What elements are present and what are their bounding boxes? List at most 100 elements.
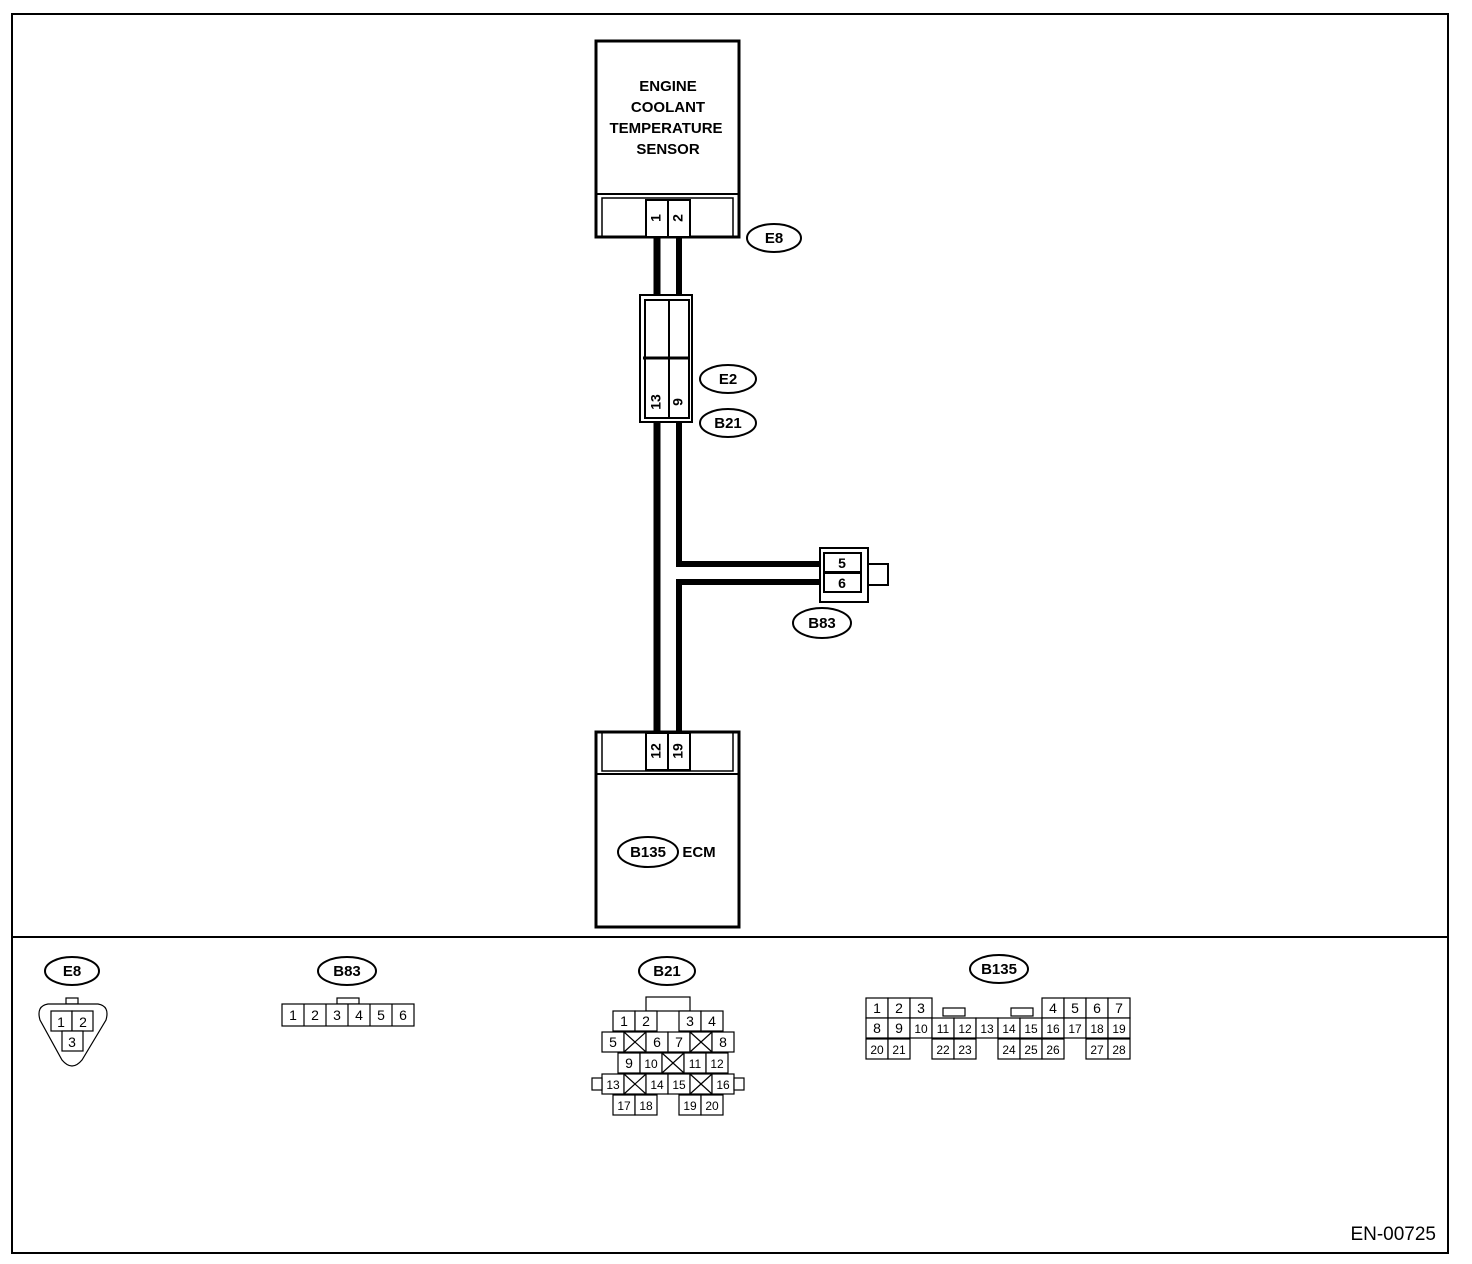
view-b21-cell: [700, 1094, 724, 1116]
view-b21-pin: 6: [653, 1034, 661, 1050]
b83-pin-5: 5: [838, 555, 846, 571]
view-b21-title-tag: [638, 956, 696, 986]
view-b21-blank-mark: [661, 1052, 685, 1074]
view-b83-pin: 5: [377, 1007, 385, 1023]
view-b21-pin: 9: [625, 1055, 633, 1071]
view-b83-pin: 4: [355, 1007, 363, 1023]
view-b21-pin: 14: [650, 1078, 664, 1092]
connector-tag-b135-label: B135: [630, 844, 666, 861]
view-b135-pin: 21: [892, 1043, 906, 1057]
view-b135-cell: [1107, 1038, 1131, 1060]
view-b135-pin: 8: [873, 1020, 881, 1036]
view-e8-title-tag: [44, 956, 100, 986]
view-b21-pin: 18: [639, 1099, 653, 1113]
view-b135-pin: 27: [1090, 1043, 1104, 1057]
view-b21-pin: 13: [606, 1078, 620, 1092]
view-b21-blank-mark: [623, 1073, 647, 1095]
view-b21-pin: 1: [620, 1013, 628, 1029]
view-b21-pin: 10: [644, 1057, 658, 1071]
view-b21-blank-mark: [623, 1031, 647, 1053]
view-b135-pin: 26: [1046, 1043, 1060, 1057]
connector-tag-b83-label: B83: [808, 615, 836, 632]
view-b135-pin: 15: [1024, 1022, 1038, 1036]
view-b83-title-tag: [317, 956, 377, 986]
view-e8-pin: 2: [79, 1014, 87, 1030]
connector-tag-b21: [699, 408, 757, 438]
connector-tag-e2-label: E2: [719, 371, 737, 388]
view-e8: E8 1 2 3: [38, 956, 108, 1067]
b83-connector: 5 6: [819, 547, 889, 603]
ecm-pin-19: 19: [670, 743, 686, 759]
view-b135-cell: [1107, 1017, 1131, 1039]
joint-pin-13: 13: [648, 394, 664, 410]
view-b21-cell: [634, 1094, 658, 1116]
view-b135-cell: [887, 1038, 911, 1060]
view-b21-pin: 3: [686, 1013, 694, 1029]
view-b21-pin: 11: [689, 1057, 702, 1071]
view-e8-pin: 3: [68, 1034, 76, 1050]
view-b135-pin: 22: [936, 1043, 950, 1057]
view-b83-pin: 3: [333, 1007, 341, 1023]
ecm-label: ECM: [682, 844, 715, 861]
view-b21-pin: 15: [672, 1078, 686, 1092]
harness-wires: [653, 237, 822, 733]
view-b135-pin: 23: [958, 1043, 972, 1057]
view-b21-pin: 4: [708, 1013, 716, 1029]
view-b21-pin: 2: [642, 1013, 650, 1029]
view-b135-pin: 14: [1002, 1022, 1016, 1036]
view-b135-pin: 20: [870, 1043, 884, 1057]
connector-tag-b83: [792, 607, 852, 639]
view-b21-pin: 20: [705, 1099, 719, 1113]
view-b135-pin: 28: [1112, 1043, 1126, 1057]
view-b21-blank-mark: [689, 1031, 713, 1053]
sensor-title-line-2: COOLANT: [631, 99, 705, 116]
view-b135-pin: 6: [1093, 1000, 1101, 1016]
view-b21-cell: [634, 1010, 658, 1032]
view-b135-pin: 10: [914, 1022, 928, 1036]
view-b21-cell: [711, 1031, 735, 1053]
connector-tag-b135: [617, 836, 679, 868]
view-b21-latch-cell: [733, 1077, 745, 1091]
view-b135-pin: 16: [1046, 1022, 1060, 1036]
view-b21-latch-cell: [591, 1077, 603, 1091]
view-e8-title: E8: [63, 963, 81, 980]
view-b21-pin: 17: [617, 1099, 631, 1113]
view-b135-pin: 2: [895, 1000, 903, 1016]
footer-code: EN-00725: [1350, 1224, 1436, 1245]
view-b135-pin: 19: [1112, 1022, 1126, 1036]
view-b135-pin: 9: [895, 1020, 903, 1036]
view-b135-pin: 13: [980, 1022, 994, 1036]
view-b135-title: B135: [981, 961, 1017, 978]
view-b135-pin: 5: [1071, 1000, 1079, 1016]
sensor-pin-2: 2: [670, 214, 686, 222]
view-b83-title: B83: [333, 963, 361, 980]
connector-tag-b21-label: B21: [714, 415, 742, 432]
view-b83: B83 1 2 3 4 5 6: [281, 956, 415, 1027]
view-b135-pin: 1: [873, 1000, 881, 1016]
connector-tag-e2: [699, 364, 757, 394]
view-b21-cell: [700, 1010, 724, 1032]
view-b135-pin: 7: [1115, 1000, 1123, 1016]
view-e8-pin: 1: [57, 1014, 65, 1030]
view-b21-pin: 8: [719, 1034, 727, 1050]
view-b21-title: B21: [653, 963, 681, 980]
view-b21-pin: 7: [675, 1034, 683, 1050]
view-b83-pin: 2: [311, 1007, 319, 1023]
sensor-pin-1: 1: [648, 214, 664, 222]
view-b135-pin: 12: [958, 1022, 972, 1036]
view-b135-pin: 11: [937, 1022, 950, 1036]
view-b135-title-tag: [969, 954, 1029, 984]
view-b83-pin: 6: [399, 1007, 407, 1023]
connector-tag-e8-label: E8: [765, 230, 783, 247]
joint-connector: 13 9: [639, 294, 693, 423]
view-b135-pin: 25: [1024, 1043, 1038, 1057]
view-b21-pin: 12: [710, 1057, 724, 1071]
view-b21-pin: 19: [683, 1099, 697, 1113]
view-b135-pin: 17: [1068, 1022, 1082, 1036]
view-b21-pin: 16: [716, 1078, 730, 1092]
view-b135-pin: 24: [1002, 1043, 1016, 1057]
ecm-box: 12 19 B135 ECM: [594, 730, 741, 929]
